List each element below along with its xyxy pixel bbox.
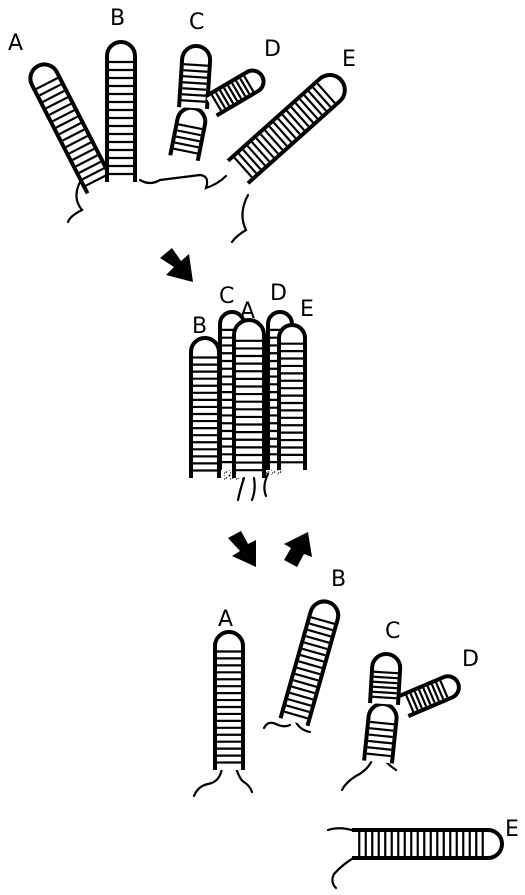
helix-a-stage3 <box>215 632 243 770</box>
helix-c-loop-stage3 <box>370 653 401 705</box>
helix-b <box>107 42 135 182</box>
base-pair-rung <box>373 682 397 683</box>
strand-tail <box>332 857 355 888</box>
helix-a-stage2 <box>234 320 264 478</box>
arrow-up-icon <box>284 532 312 567</box>
hairpin-b-stage3: B <box>264 567 346 732</box>
hairpin-cd-stage3: C D <box>342 619 479 790</box>
strand-tail <box>236 768 252 792</box>
label-e-stage2: E <box>300 297 314 322</box>
stem-outline <box>26 60 113 194</box>
strand-tail <box>194 768 222 796</box>
stem-outline <box>352 830 502 858</box>
label-b-stage3: B <box>331 567 346 592</box>
helix-a <box>26 60 113 194</box>
helix-e-stage2 <box>279 325 305 470</box>
stage3-hairpins: A B C D E <box>194 567 519 888</box>
stage1-hairpins: A B C D E <box>8 6 356 242</box>
label-c-stage2: C <box>219 284 234 309</box>
base-pair-rung <box>181 100 205 102</box>
helix-c-stem-stage3 <box>364 703 398 764</box>
base-pair-rung <box>182 88 206 90</box>
strand-tail <box>252 478 255 500</box>
base-pair-rung <box>373 692 397 693</box>
label-a-stage3: A <box>218 607 233 632</box>
base-pair-rung <box>183 76 207 78</box>
strand-tail <box>232 195 248 242</box>
strand-tail <box>200 175 226 188</box>
hairpin-b-stage1: B <box>107 6 135 182</box>
hairpin-e-stage3: E <box>328 817 519 888</box>
base-pair-rung <box>374 677 398 678</box>
label-b-stage2: B <box>192 314 207 339</box>
label-c-stage3: C <box>385 619 400 644</box>
strand-tail <box>68 182 82 222</box>
helix-c-loop <box>179 45 211 109</box>
strand-tail <box>328 828 355 831</box>
label-d-stage3: D <box>462 647 479 672</box>
base-pair-rung <box>373 687 397 688</box>
label-d-stage2: D <box>270 281 287 306</box>
stage2-complex: B C A D E <box>191 281 314 500</box>
strand-tail <box>238 478 244 500</box>
helix-d-stage3 <box>400 673 463 716</box>
base-pair-rung <box>183 70 207 72</box>
base-pair-rung <box>182 94 206 96</box>
base-pair-rung <box>374 672 398 673</box>
helix-d <box>205 67 267 116</box>
label-e-stage1: E <box>342 47 356 72</box>
hairpin-a-stage1: A <box>8 31 112 222</box>
arrow-down-icon <box>228 531 256 567</box>
arrow-down-icon <box>160 248 193 282</box>
strand-tail <box>264 723 290 728</box>
strand-tail <box>140 175 200 183</box>
strand-tail <box>342 760 372 790</box>
label-a-stage1: A <box>8 31 23 56</box>
base-pair-rung <box>372 697 396 698</box>
helix-b-stage2 <box>191 338 219 478</box>
helix-c-stem <box>170 105 207 160</box>
base-pair-rung <box>183 82 207 84</box>
label-d-stage1: D <box>264 37 281 62</box>
hairpin-a-stage3: A <box>194 607 252 796</box>
label-b-stage1: B <box>110 6 125 31</box>
label-a-stage2: A <box>240 299 255 324</box>
helix-e-stage3 <box>352 830 502 858</box>
label-e-stage3: E <box>505 817 519 842</box>
helix-b-stage3 <box>281 598 342 726</box>
base-pair-rung <box>184 64 208 66</box>
label-c-stage1: C <box>189 10 204 35</box>
